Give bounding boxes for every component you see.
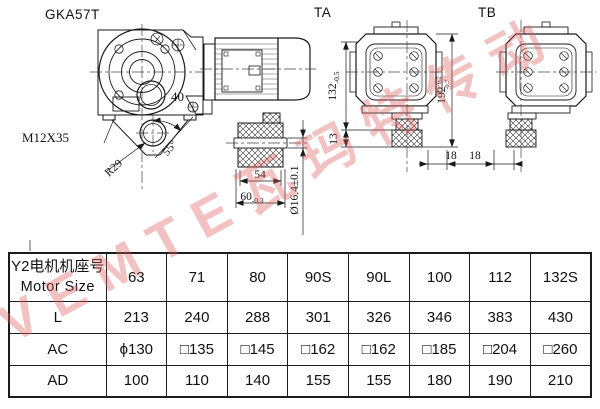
table-cell: 346 xyxy=(408,300,471,334)
column-header: 90L xyxy=(348,252,410,302)
drawing-title: GKA57T xyxy=(45,7,100,22)
table-cell: 140 xyxy=(226,364,289,398)
dim-m12x35: M12X35 xyxy=(22,130,69,145)
technical-drawing: GKA57T TA TB xyxy=(22,5,596,251)
table-cell: 213 xyxy=(105,300,168,334)
header-label-en: Motor Size xyxy=(20,278,95,295)
column-header: 100 xyxy=(408,252,471,302)
view-label-ta: TA xyxy=(314,5,331,20)
dim-dia-16-4: Ø16.4±0.1 xyxy=(289,165,301,214)
table-cell: 155 xyxy=(348,364,410,398)
table-cell: □260 xyxy=(529,332,592,366)
table-cell: 210 xyxy=(529,364,592,398)
dim-18-right: 18 xyxy=(469,150,481,162)
table-row-L: L 213 240 288 301 326 346 383 430 xyxy=(8,300,592,334)
table-cell: ϕ130 xyxy=(105,332,168,366)
table-cell: □162 xyxy=(348,332,410,366)
dimension-lines xyxy=(29,33,523,251)
motor-size-table: Y2电机机座号 Motor Size 63 71 80 90S 90L 100 … xyxy=(8,252,592,398)
table-row-AC: AC ϕ130 □135 □145 □162 □162 □185 □204 □2… xyxy=(8,332,592,366)
ta-view xyxy=(346,20,446,172)
shaft-section-detail xyxy=(226,112,307,235)
table-cell: 180 xyxy=(408,364,471,398)
header-cell-motor-size: Y2电机机座号 Motor Size xyxy=(8,252,107,302)
view-label-tb: TB xyxy=(478,5,496,20)
table-cell: 240 xyxy=(166,300,228,334)
table-header-row: Y2电机机座号 Motor Size 63 71 80 90S 90L 100 … xyxy=(8,252,592,302)
table-row-AD: AD 100 110 140 155 155 180 190 210 xyxy=(8,364,592,398)
table-cell: 301 xyxy=(287,300,349,334)
header-label-cn: Y2电机机座号 xyxy=(11,258,105,276)
dim-60: 60-0.3 xyxy=(240,191,264,205)
table-cell: 326 xyxy=(348,300,410,334)
dim-18-left: 18 xyxy=(445,150,457,162)
dim-13: 13 xyxy=(328,133,340,145)
table-cell: 190 xyxy=(469,364,531,398)
column-header: 71 xyxy=(166,252,228,302)
row-label: L xyxy=(8,300,107,334)
column-header: 132S xyxy=(529,252,592,302)
column-header: 63 xyxy=(105,252,168,302)
dim-54: 54 xyxy=(254,169,266,181)
table-cell: □145 xyxy=(226,332,289,366)
table-cell: 288 xyxy=(226,300,289,334)
column-header: 80 xyxy=(226,252,289,302)
dim-132: 132-0.5 xyxy=(327,71,341,100)
table-cell: □204 xyxy=(469,332,531,366)
bolt-target-icons xyxy=(150,32,199,113)
dim-40: 40 xyxy=(171,89,184,104)
motor-side-view xyxy=(200,37,316,101)
table-cell: 430 xyxy=(529,300,592,334)
table-cell: □162 xyxy=(287,332,349,366)
table-cell: 110 xyxy=(166,364,228,398)
row-label: AD xyxy=(8,364,107,398)
dim-r29: R29 xyxy=(103,157,125,179)
table-cell: □135 xyxy=(166,332,228,366)
table-cell: 100 xyxy=(105,364,168,398)
tb-view xyxy=(496,20,596,172)
column-header: 112 xyxy=(469,252,531,302)
row-label: AC xyxy=(8,332,107,366)
dim-192: 192-0.2-0.7 xyxy=(436,76,452,104)
table-cell: 155 xyxy=(287,364,349,398)
column-header: 90S xyxy=(287,252,349,302)
table-cell: □185 xyxy=(408,332,471,366)
table-cell: 383 xyxy=(469,300,531,334)
